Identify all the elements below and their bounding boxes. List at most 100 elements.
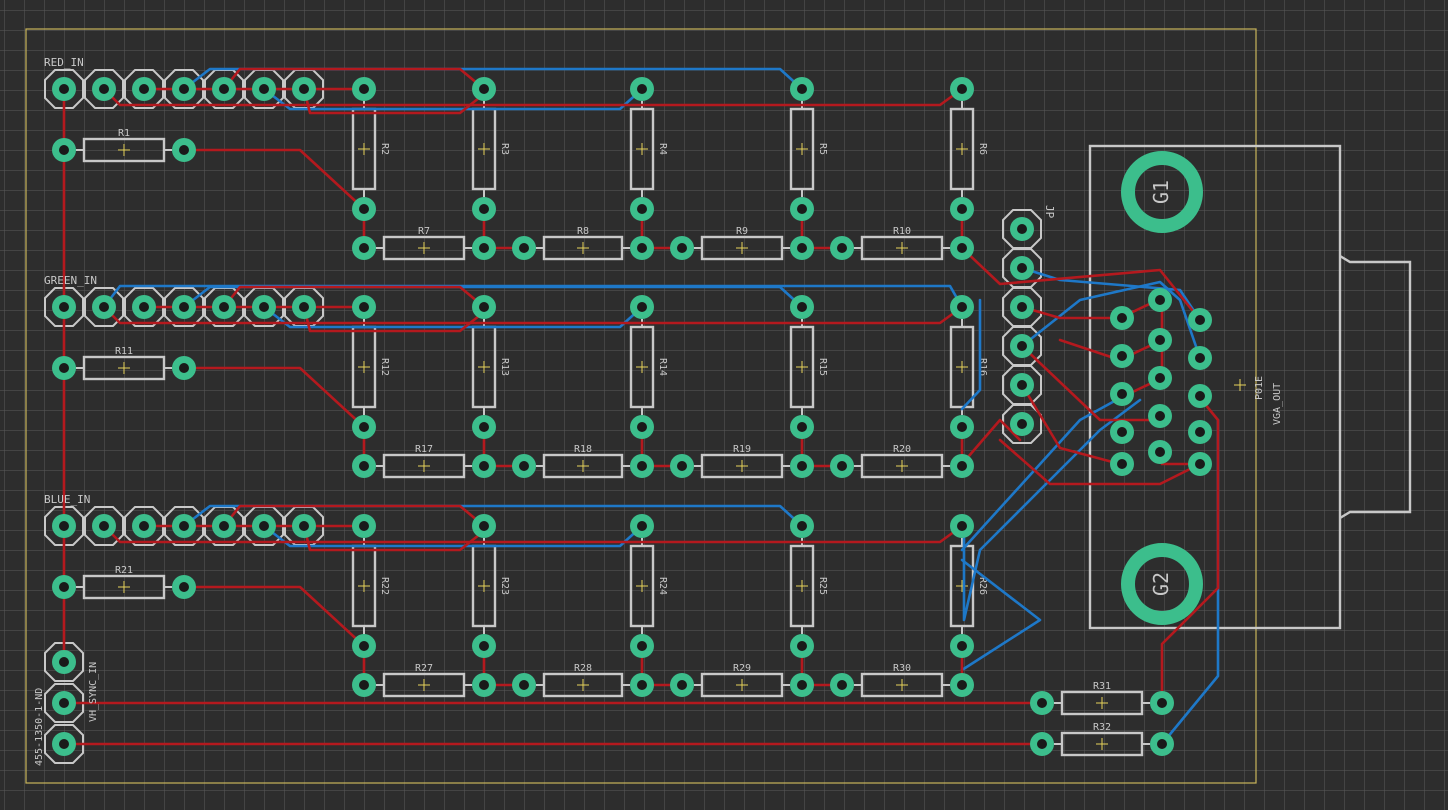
resistor-pad[interactable] (790, 236, 814, 260)
header-pin[interactable] (1010, 256, 1034, 280)
resistor-pad[interactable] (630, 295, 654, 319)
top-trace[interactable] (302, 524, 486, 552)
resistor-pad[interactable] (630, 454, 654, 478)
header-pin[interactable] (172, 514, 196, 538)
resistor-pad[interactable] (670, 454, 694, 478)
header-pin[interactable] (1010, 412, 1034, 436)
resistor-pad[interactable] (790, 415, 814, 439)
header-pin[interactable] (252, 77, 276, 101)
resistor-pad[interactable] (172, 575, 196, 599)
bottom-trace[interactable] (262, 87, 644, 111)
resistor-pad[interactable] (950, 673, 974, 697)
resistor-pad[interactable] (472, 454, 496, 478)
resistor-pad[interactable] (472, 236, 496, 260)
header-pin[interactable] (52, 691, 76, 715)
top-trace[interactable] (182, 148, 366, 211)
top-trace[interactable] (302, 87, 486, 115)
header-pin[interactable] (92, 514, 116, 538)
bottom-trace[interactable] (1020, 266, 1202, 322)
header-pin[interactable] (52, 77, 76, 101)
header-pin[interactable] (252, 514, 276, 538)
top-trace[interactable] (222, 504, 486, 528)
header-pin[interactable] (1010, 295, 1034, 319)
resistor-pad[interactable] (1030, 691, 1054, 715)
resistor-pad[interactable] (790, 454, 814, 478)
resistor-pad[interactable] (630, 634, 654, 658)
resistor-pad[interactable] (1150, 732, 1174, 756)
resistor-pad[interactable] (950, 634, 974, 658)
resistor-pad[interactable] (472, 634, 496, 658)
header-pin[interactable] (132, 77, 156, 101)
resistor-pad[interactable] (352, 673, 376, 697)
resistor-pad[interactable] (352, 514, 376, 538)
top-trace[interactable] (1160, 396, 1220, 705)
header-pin[interactable] (52, 295, 76, 319)
bottom-trace[interactable] (960, 396, 1122, 552)
resistor-pad[interactable] (512, 454, 536, 478)
header-pin[interactable] (52, 514, 76, 538)
resistor-pad[interactable] (512, 236, 536, 260)
resistor-pad[interactable] (790, 673, 814, 697)
resistor-pad[interactable] (352, 454, 376, 478)
resistor-pad[interactable] (52, 138, 76, 162)
vga-pin[interactable] (1148, 440, 1172, 464)
resistor-pad[interactable] (630, 415, 654, 439)
top-trace[interactable] (1020, 383, 1122, 466)
header-pin[interactable] (1010, 334, 1034, 358)
resistor-pad[interactable] (512, 673, 536, 697)
bottom-trace[interactable] (262, 524, 644, 548)
vga-pin[interactable] (1148, 288, 1172, 312)
header-pin[interactable] (252, 295, 276, 319)
vga-pin[interactable] (1188, 346, 1212, 370)
top-trace[interactable] (960, 418, 1022, 466)
resistor-pad[interactable] (352, 295, 376, 319)
bottom-trace[interactable] (1020, 280, 1202, 360)
vga-pin[interactable] (1110, 420, 1134, 444)
resistor-pad[interactable] (472, 77, 496, 101)
vga-pin[interactable] (1148, 366, 1172, 390)
top-trace[interactable] (182, 366, 366, 429)
header-pin[interactable] (212, 295, 236, 319)
resistor-pad[interactable] (790, 197, 814, 221)
bottom-trace[interactable] (960, 558, 1042, 672)
resistor-pad[interactable] (950, 197, 974, 221)
header-pin[interactable] (1010, 373, 1034, 397)
resistor-pad[interactable] (950, 514, 974, 538)
vga-pin[interactable] (1188, 452, 1212, 476)
resistor-pad[interactable] (630, 514, 654, 538)
header-pin[interactable] (52, 732, 76, 756)
resistor-pad[interactable] (472, 514, 496, 538)
header-pin[interactable] (292, 295, 316, 319)
bottom-trace[interactable] (102, 284, 964, 309)
mount-hole-g1[interactable] (1121, 151, 1203, 233)
bottom-trace[interactable] (262, 305, 644, 329)
top-trace[interactable] (1020, 305, 1122, 320)
top-trace[interactable] (998, 438, 1202, 486)
vga-pin[interactable] (1148, 404, 1172, 428)
resistor-pad[interactable] (830, 454, 854, 478)
resistor-pad[interactable] (352, 634, 376, 658)
resistor-pad[interactable] (352, 77, 376, 101)
header-pin[interactable] (172, 295, 196, 319)
resistor-pad[interactable] (790, 77, 814, 101)
resistor-pad[interactable] (630, 673, 654, 697)
resistor-pad[interactable] (352, 236, 376, 260)
vga-pin[interactable] (1110, 452, 1134, 476)
header-pin[interactable] (1010, 217, 1034, 241)
resistor-pad[interactable] (472, 415, 496, 439)
resistor-pad[interactable] (670, 236, 694, 260)
top-trace[interactable] (302, 305, 486, 333)
vga-pin[interactable] (1188, 308, 1212, 332)
resistor-pad[interactable] (830, 673, 854, 697)
resistor-pad[interactable] (830, 236, 854, 260)
bottom-trace[interactable] (960, 298, 982, 411)
resistor-pad[interactable] (352, 415, 376, 439)
header-pin[interactable] (212, 514, 236, 538)
header-pin[interactable] (212, 77, 236, 101)
resistor-pad[interactable] (790, 295, 814, 319)
resistor-pad[interactable] (1150, 691, 1174, 715)
resistor-pad[interactable] (172, 138, 196, 162)
vga-pin[interactable] (1188, 420, 1212, 444)
vga-pin[interactable] (1148, 328, 1172, 352)
